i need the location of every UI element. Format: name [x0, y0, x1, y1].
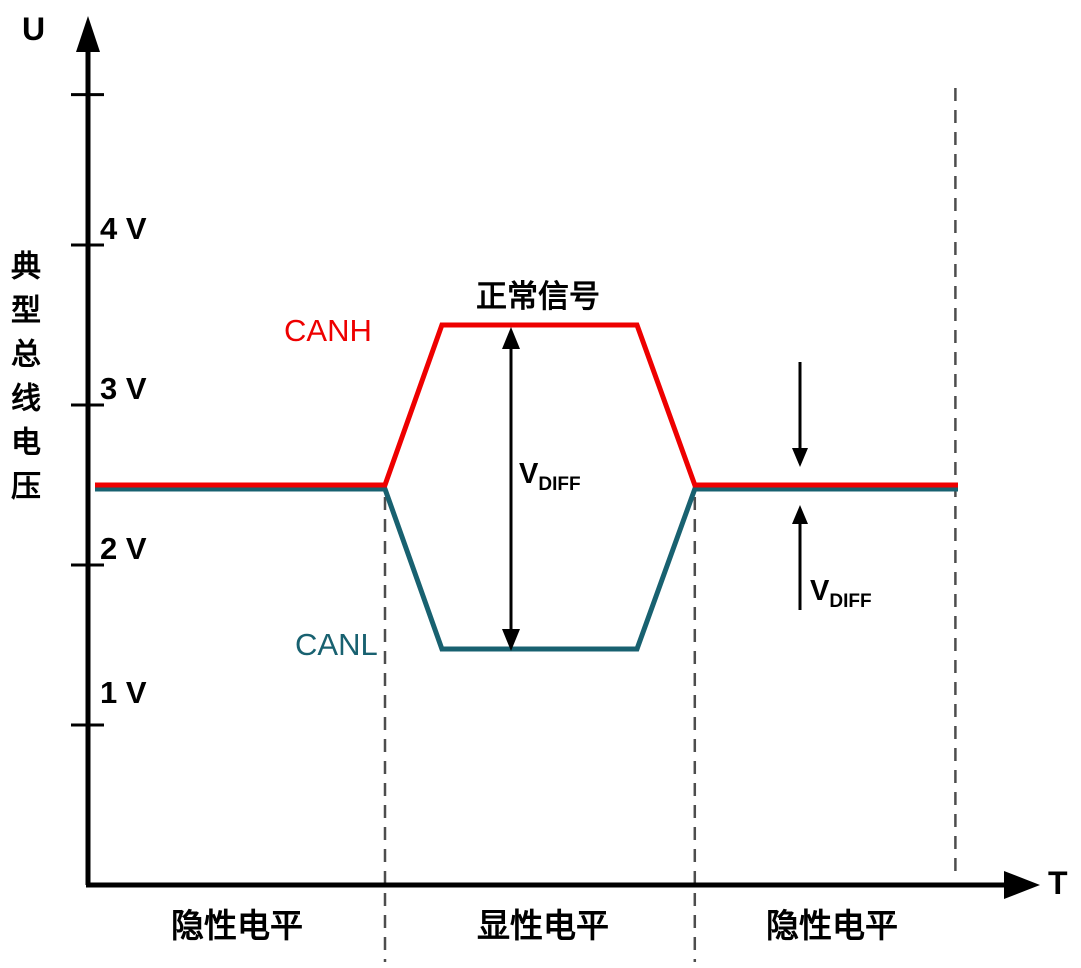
vdiff-double-arrow-icon: [502, 327, 520, 651]
vdiff-down-arrow-icon: [792, 362, 808, 467]
y-axis-tick-marks: [71, 93, 104, 727]
phase-label-dominant: 显性电平: [477, 907, 609, 944]
y-axis-letter: U: [22, 11, 46, 47]
down-arrowhead-icon: [792, 448, 808, 467]
tick-label-3v: 3 V: [100, 371, 147, 406]
waveform-curves: [95, 322, 958, 652]
vdiff-label-center: VDIFF: [519, 458, 581, 496]
canh-label: CANH: [284, 313, 372, 348]
normal-signal-label: 正常信号: [476, 279, 600, 314]
y-axis-arrowhead-icon: [76, 16, 100, 52]
tick-label-4v: 4 V: [100, 211, 147, 246]
canl-curve: [95, 486, 958, 652]
y-axis: [76, 16, 100, 885]
vdiff-arrowhead-down-icon: [502, 629, 520, 651]
up-arrowhead-icon: [792, 505, 808, 524]
vdiff-base: V: [519, 458, 539, 490]
vdiff-sub: DIFF: [538, 473, 581, 495]
x-axis: [86, 871, 1040, 899]
phase-label-recessive-left: 隐性电平: [171, 907, 303, 944]
vdiff-label-right: VDIFF: [810, 575, 872, 613]
vdiff-up-arrow-icon: [792, 505, 808, 610]
tick-label-1v: 1 V: [100, 675, 147, 710]
vdiff-base: V: [810, 575, 830, 607]
vdiff-arrowhead-up-icon: [502, 327, 520, 349]
vdiff-sub: DIFF: [829, 590, 872, 612]
canl-label: CANL: [295, 627, 378, 662]
y-axis-title: 典型总线电压: [6, 250, 39, 514]
phase-label-recessive-right: 隐性电平: [766, 907, 898, 944]
canh-curve: [95, 322, 958, 488]
x-axis-letter: T: [1048, 865, 1068, 901]
phase-boundary-lines: [383, 88, 957, 962]
tick-label-2v: 2 V: [100, 531, 147, 566]
x-axis-arrowhead-icon: [1004, 871, 1040, 899]
